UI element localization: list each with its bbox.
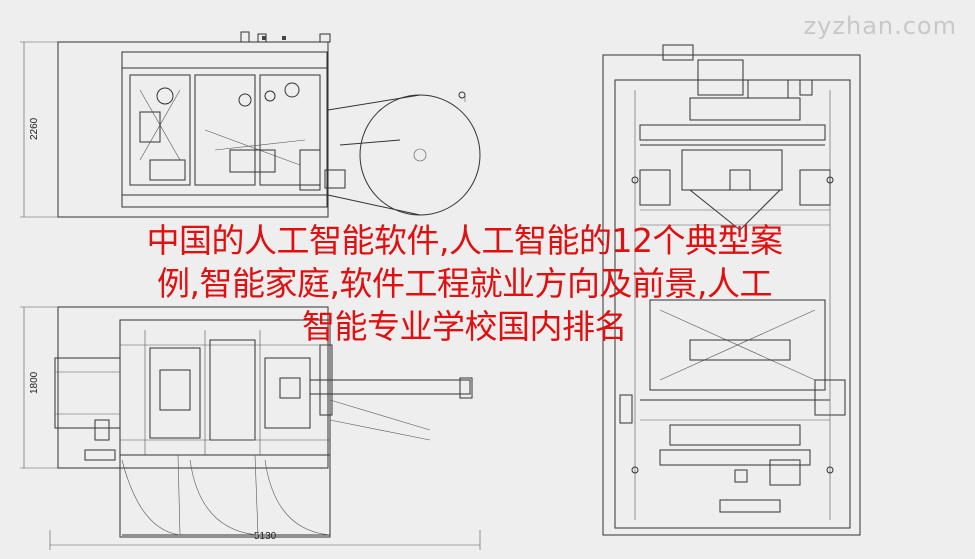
front-elevation-view [602, 44, 861, 536]
side-elevation-view [57, 31, 481, 218]
watermark: zyzhan.com [803, 12, 957, 40]
overlay-title-line-1: 中国的人工智能软件,人工智能的12个典型案 [146, 221, 783, 260]
overlay-title-line-3: 智能专业学校国内排名 [302, 307, 628, 346]
dimension-lines [20, 41, 481, 550]
dim-height-top: 2260 [29, 117, 40, 140]
dim-height-bottom: 1800 [29, 371, 40, 394]
plan-view [54, 306, 473, 538]
overlay-title-line-2: 例,智能家庭,软件工程就业方向及前景,人工 [157, 264, 772, 303]
